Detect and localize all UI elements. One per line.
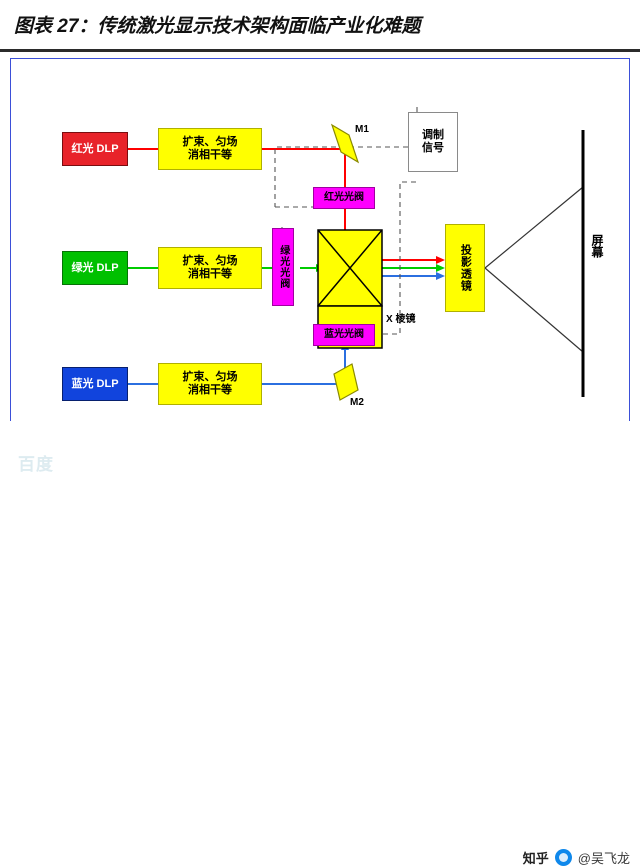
source-blue-dlp[interactable]: 蓝光 DLP	[62, 367, 128, 401]
modulation-signal[interactable]: 调制 信号	[408, 112, 458, 172]
zhihu-attribution: 知乎 @吴飞龙	[523, 848, 630, 867]
optics-green[interactable]: 扩束、匀场 消相干等	[158, 247, 262, 289]
title-bar: 图表 27：传统激光显示技术架构面临产业化难题	[0, 0, 640, 52]
diagram-connectors	[128, 104, 585, 401]
optics-red[interactable]: 扩束、匀场 消相干等	[158, 128, 262, 170]
label-mirror-m2: M2	[350, 397, 364, 408]
avatar	[554, 849, 572, 866]
source-green-dlp[interactable]: 绿光 DLP	[62, 251, 128, 285]
label-x-prism: X 棱镜	[386, 314, 416, 325]
footer: 知乎 @吴飞龙	[0, 421, 640, 866]
zhihu-username: @吴飞龙	[577, 851, 630, 866]
page-title: 图表 27：传统激光显示技术架构面临产业化难题	[14, 16, 421, 37]
valve-red[interactable]: 红光光阀	[313, 187, 375, 209]
label-mirror-m1: M1	[355, 124, 369, 135]
valve-blue[interactable]: 蓝光光阀	[313, 324, 375, 346]
optics-blue[interactable]: 扩束、匀场 消相干等	[158, 363, 262, 405]
label-screen: 屏幕	[590, 234, 604, 258]
source-red-dlp[interactable]: 红光 DLP	[62, 132, 128, 166]
zhihu-logo: 知乎	[522, 851, 549, 866]
valve-green[interactable]: 绿光光阀	[272, 228, 294, 306]
projection-lens[interactable]: 投影透镜	[445, 224, 485, 312]
diagram-canvas: 红光 DLP 扩束、匀场 消相干等 红光光阀 绿光 DLP 扩束、匀场 消相干等…	[0, 52, 640, 474]
